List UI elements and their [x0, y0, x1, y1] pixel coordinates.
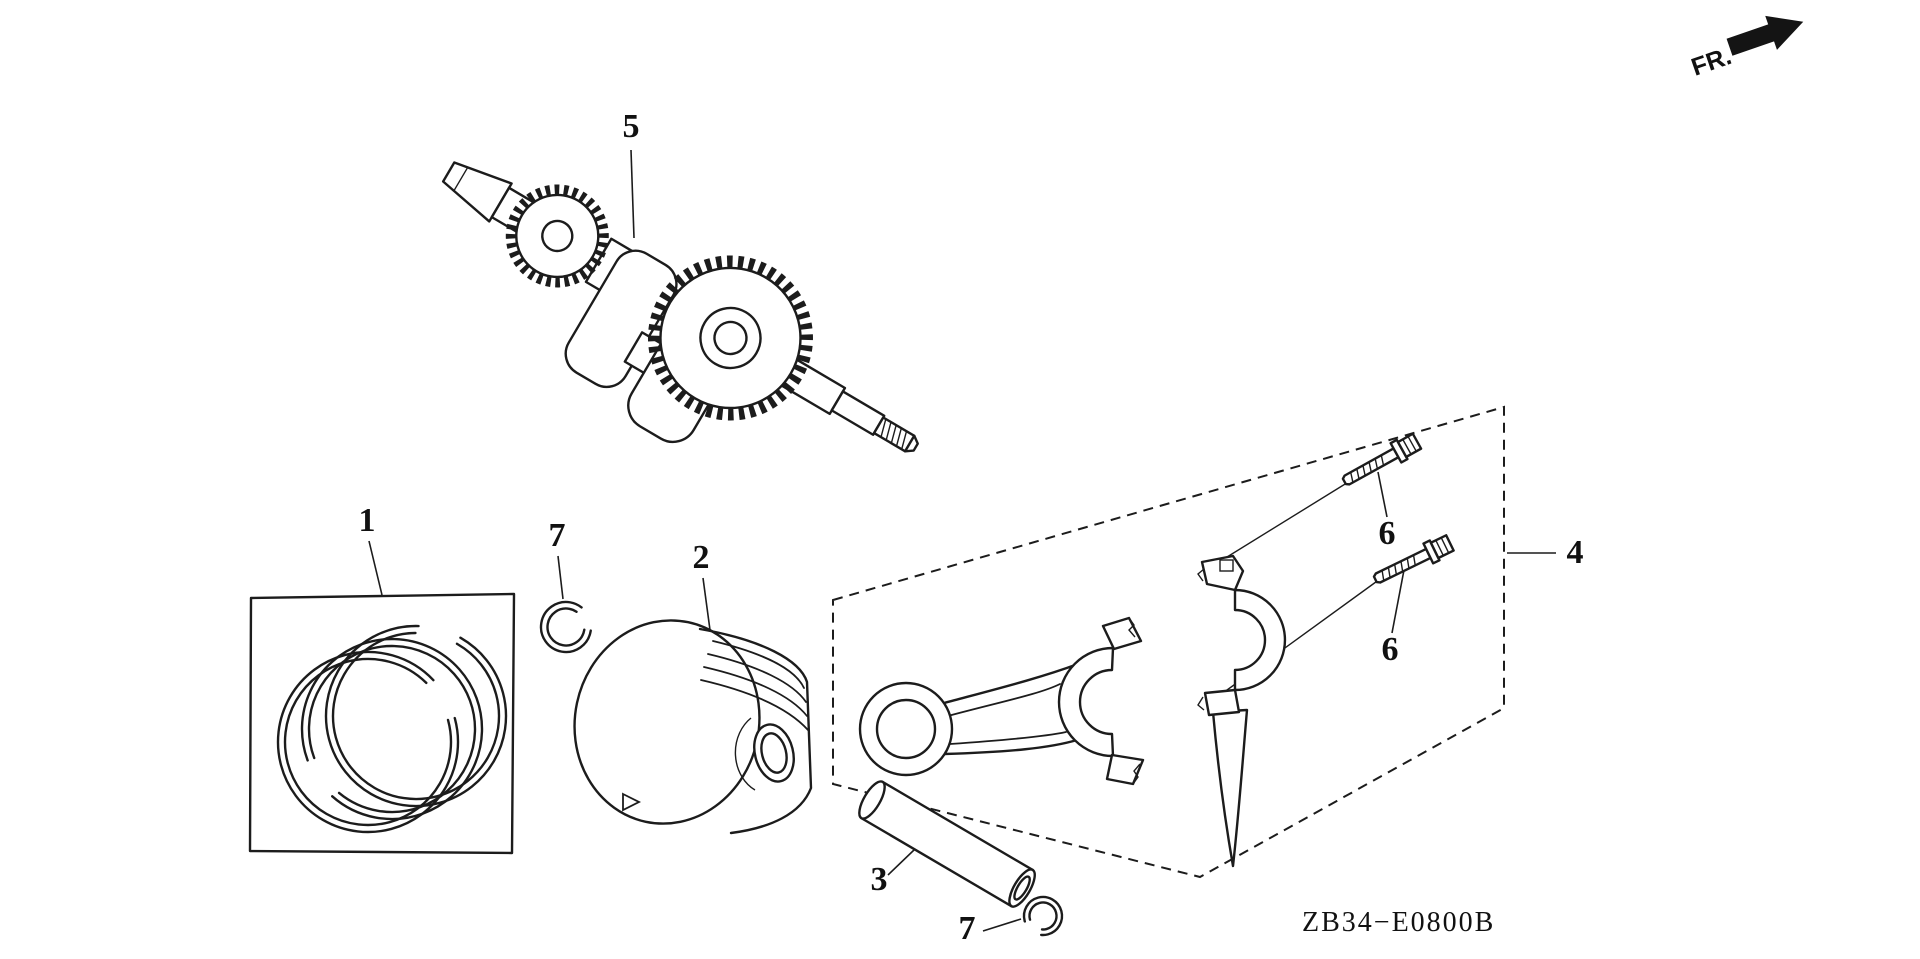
rod-big-end	[1057, 646, 1115, 758]
snap-ring-bottom-figure	[1022, 895, 1064, 937]
callout-4: 4	[1567, 534, 1584, 571]
bearing-cap-figure	[1197, 554, 1287, 868]
bolt-alignment-line-upper	[1205, 480, 1351, 571]
callout-2: 2	[693, 539, 710, 576]
piston-ring	[324, 624, 508, 808]
ring-set-box	[248, 592, 516, 855]
leader-7-bottom	[982, 918, 1022, 932]
drawing-code-text: ZB34−E0800B	[1302, 907, 1495, 938]
crankshaft-figure	[441, 161, 919, 453]
leader-6-lower	[1391, 569, 1405, 634]
leader-6-upper	[1377, 471, 1388, 518]
callout-3: 3	[871, 861, 888, 898]
oil-dipper	[1211, 708, 1249, 868]
leader-1	[368, 540, 383, 596]
leader-5	[630, 149, 635, 239]
callout-7-upper: 7	[549, 517, 566, 554]
callout-1: 1	[359, 502, 376, 539]
piston-ring	[300, 637, 484, 821]
leader-7-top	[557, 555, 564, 600]
callout-7-lower: 7	[959, 910, 976, 947]
piston-figure	[573, 619, 813, 835]
snap-ring-top-figure	[539, 600, 593, 654]
leader-3	[887, 849, 915, 876]
callout-6-lower: 6	[1382, 631, 1399, 668]
piston-ring-set-figure	[276, 624, 508, 834]
callout-6-upper: 6	[1379, 515, 1396, 552]
piston-front-mark	[622, 792, 642, 812]
leader-2	[702, 577, 711, 631]
fr-label: FR.	[1688, 42, 1735, 82]
connecting-rod-figure	[858, 616, 1145, 786]
fr-arrow-icon	[1726, 15, 1804, 56]
callout-5: 5	[623, 108, 640, 145]
piston-ring	[276, 650, 460, 834]
front-direction-indicator: FR.	[1688, 15, 1804, 82]
rod-assembly-box	[832, 405, 1505, 879]
piston-pin-figure	[858, 780, 1036, 908]
